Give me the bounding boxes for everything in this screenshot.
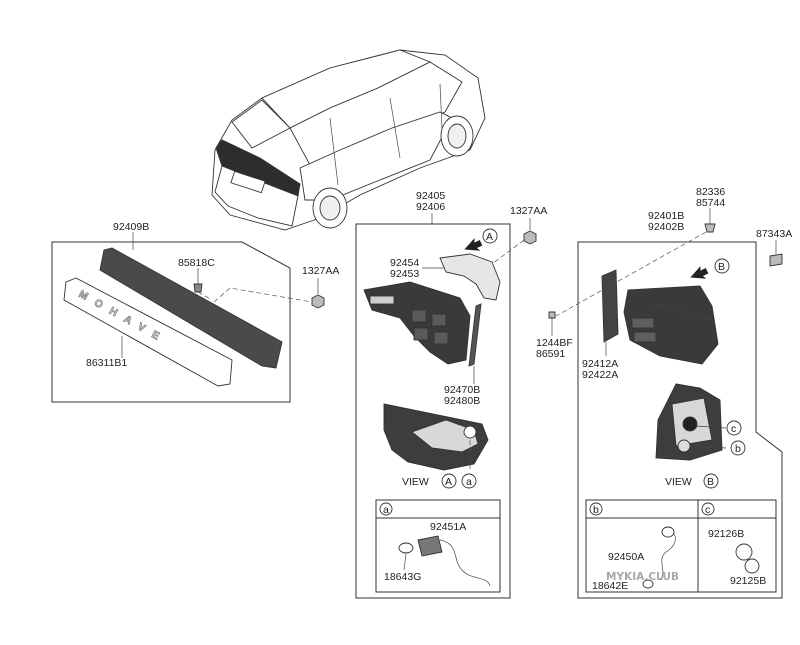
center-panel-frame xyxy=(355,223,511,599)
callout-b-small: b xyxy=(735,443,741,455)
label-82336: 82336 xyxy=(696,186,725,198)
label-1327AA-left: 1327AA xyxy=(302,265,339,277)
harness-socket xyxy=(417,535,443,557)
callout-c: c xyxy=(731,423,736,435)
label-92451A: 92451A xyxy=(430,521,466,533)
label-1244BF: 1244BF xyxy=(536,337,573,349)
label-92412A: 92412A xyxy=(582,358,618,370)
label-92409B: 92409B xyxy=(113,221,149,233)
label-92402B: 92402B xyxy=(648,221,684,233)
label-86311B1: 86311B1 xyxy=(86,357,127,369)
cap-part-top xyxy=(769,253,783,267)
bolt-part xyxy=(548,311,556,319)
lamp-seal-part xyxy=(468,303,482,367)
harness-wire xyxy=(439,539,491,587)
cap-92126B-part xyxy=(735,543,753,561)
nut-part-left xyxy=(311,294,325,309)
callout-a-circle xyxy=(482,228,498,244)
callout-b: B xyxy=(718,261,725,273)
detail-a-letter: a xyxy=(383,504,389,516)
label-92453: 92453 xyxy=(390,268,419,280)
rear-lamp-part xyxy=(623,285,719,365)
screw-part-top xyxy=(704,223,716,233)
view-b-letter: B xyxy=(707,476,714,488)
label-85818C: 85818C xyxy=(178,257,215,269)
label-1327AA-center: 1327AA xyxy=(510,205,547,217)
right-panel-frame xyxy=(577,241,783,599)
label-92480B: 92480B xyxy=(444,395,480,407)
left-panel: 92409B MOHAVE 85818C 1327AA 86311B1 xyxy=(51,221,339,403)
label-92454: 92454 xyxy=(390,257,419,269)
view-arrow-b xyxy=(690,266,709,279)
clip-part xyxy=(193,283,203,293)
label-18642E: 18642E xyxy=(592,580,628,592)
view-a-letter: A xyxy=(445,476,452,488)
bulb-18643G-part xyxy=(398,542,414,554)
vehicle-illustration xyxy=(211,49,486,231)
watermark-text: MYKIA.CLUB xyxy=(606,571,679,583)
socket-92450A-part xyxy=(659,529,676,581)
view-a-sub: a xyxy=(466,476,472,488)
label-92126B: 92126B xyxy=(708,528,744,540)
detail-a-frame xyxy=(375,499,501,593)
center-panel: 92405 92406 1327AA A 92454 92453 92470B … xyxy=(355,190,547,599)
view-arrow-a xyxy=(464,238,483,251)
detail-b-letter: b xyxy=(593,504,599,516)
label-85744: 85744 xyxy=(696,197,725,209)
emblem-plate xyxy=(63,277,233,387)
detail-bc-frame xyxy=(585,499,777,593)
header-code-92406: 92406 xyxy=(416,201,445,213)
label-92450A: 92450A xyxy=(608,551,644,563)
header-code-92405: 92405 xyxy=(416,190,445,202)
rear-garnish-part xyxy=(99,247,283,369)
watermark: MYKIA.CLUB xyxy=(606,571,679,583)
cap-92125B-part xyxy=(744,558,760,574)
label-87343A: 87343A xyxy=(756,228,792,240)
detail-c-letter: c xyxy=(705,504,710,516)
nut-part-center xyxy=(523,230,537,245)
label-18643G: 18643G xyxy=(384,571,421,583)
right-panel: 92401B 92402B 82336 85744 87343A B 92412… xyxy=(536,186,792,599)
callout-a: A xyxy=(486,231,493,243)
bulb-18642E-part xyxy=(642,579,654,589)
view-b-text: VIEW xyxy=(665,476,692,488)
label-92422A: 92422A xyxy=(582,369,618,381)
lamp-bracket-part xyxy=(601,269,619,343)
gasket-part xyxy=(439,253,501,301)
label-92401B: 92401B xyxy=(648,210,684,222)
tail-lamp-assembly xyxy=(363,281,471,365)
view-a-text: VIEW xyxy=(402,476,429,488)
label-86591: 86591 xyxy=(536,348,565,360)
label-92125B: 92125B xyxy=(730,575,766,587)
label-92470B: 92470B xyxy=(444,384,480,396)
